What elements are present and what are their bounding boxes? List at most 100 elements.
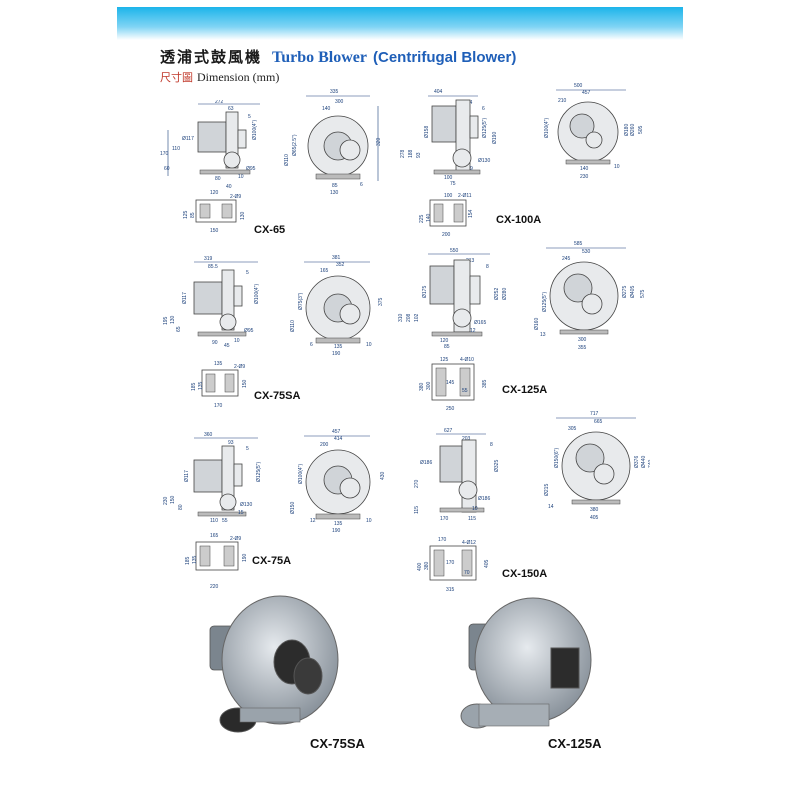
- svg-text:80: 80: [215, 176, 221, 182]
- svg-text:154: 154: [468, 209, 474, 218]
- svg-text:360: 360: [204, 432, 213, 438]
- svg-text:Ø100(4"): Ø100(4"): [298, 464, 304, 484]
- svg-text:355: 355: [578, 345, 587, 351]
- svg-text:665: 665: [594, 419, 603, 425]
- svg-text:404: 404: [434, 89, 443, 95]
- svg-text:220: 220: [210, 584, 219, 590]
- svg-text:203: 203: [462, 436, 471, 442]
- svg-text:310: 310: [398, 313, 404, 322]
- subtitle-english: Dimension (mm): [197, 70, 280, 84]
- svg-text:135: 135: [334, 344, 343, 350]
- svg-text:Ø100(4"): Ø100(4"): [254, 284, 260, 304]
- svg-text:300: 300: [578, 337, 587, 343]
- svg-text:120: 120: [440, 338, 449, 344]
- svg-text:575: 575: [640, 289, 646, 298]
- svg-text:270: 270: [414, 479, 420, 488]
- svg-text:208: 208: [406, 313, 412, 322]
- svg-text:5: 5: [248, 114, 251, 120]
- svg-text:150: 150: [210, 228, 219, 234]
- svg-text:170: 170: [214, 403, 223, 409]
- svg-text:200: 200: [442, 232, 451, 238]
- svg-text:530: 530: [582, 249, 591, 255]
- svg-text:6: 6: [310, 342, 313, 348]
- svg-text:Ø125(5"): Ø125(5"): [482, 118, 488, 138]
- svg-text:Ø150: Ø150: [290, 502, 296, 514]
- svg-text:Ø150(6"): Ø150(6"): [554, 448, 560, 468]
- svg-text:717: 717: [590, 411, 599, 417]
- svg-text:300: 300: [426, 381, 432, 390]
- svg-text:740: 740: [648, 459, 650, 468]
- svg-text:93: 93: [416, 152, 422, 158]
- model-label-cx125a: CX-125A: [502, 384, 548, 396]
- svg-text:5: 5: [246, 446, 249, 452]
- svg-text:4-Ø10: 4-Ø10: [460, 357, 474, 363]
- svg-text:130: 130: [330, 190, 339, 196]
- svg-text:165: 165: [210, 533, 219, 539]
- svg-text:Ø117: Ø117: [182, 292, 188, 304]
- svg-text:10: 10: [614, 164, 620, 170]
- model-label-cx150a: CX-150A: [502, 568, 548, 580]
- svg-text:63: 63: [228, 106, 234, 112]
- cx125a-product-photo: [455, 592, 605, 742]
- svg-text:12: 12: [310, 518, 316, 524]
- svg-text:414: 414: [334, 436, 343, 442]
- svg-text:10: 10: [472, 506, 478, 512]
- svg-text:Ø405: Ø405: [630, 286, 636, 298]
- svg-text:55: 55: [462, 388, 468, 394]
- svg-text:8: 8: [486, 264, 489, 270]
- svg-text:305: 305: [568, 426, 577, 432]
- svg-text:Ø376: Ø376: [634, 456, 640, 468]
- svg-text:65: 65: [176, 326, 182, 332]
- title-chinese: 透浦式鼓風機: [160, 48, 263, 66]
- svg-text:2-Ø9: 2-Ø9: [234, 364, 245, 370]
- cx75sa-base-view: 135 2-Ø9 185 135 150 170: [186, 358, 256, 410]
- svg-text:140: 140: [426, 213, 432, 222]
- svg-text:Ø110: Ø110: [290, 320, 296, 332]
- svg-text:500: 500: [574, 83, 583, 89]
- svg-text:135: 135: [334, 521, 343, 527]
- svg-text:55: 55: [222, 518, 228, 524]
- model-label-cx75sa: CX-75SA: [254, 390, 301, 402]
- svg-text:10: 10: [366, 342, 372, 348]
- svg-text:400: 400: [417, 562, 423, 571]
- svg-text:135: 135: [192, 555, 198, 564]
- svg-text:15: 15: [238, 510, 244, 516]
- svg-text:Ø280: Ø280: [502, 288, 508, 300]
- svg-text:10: 10: [234, 338, 240, 344]
- svg-text:Ø100(4"): Ø100(4"): [544, 118, 550, 138]
- svg-text:125: 125: [440, 357, 449, 363]
- svg-text:Ø165: Ø165: [474, 320, 486, 326]
- svg-text:140: 140: [580, 166, 589, 172]
- svg-text:100: 100: [444, 175, 453, 181]
- svg-text:135: 135: [198, 381, 204, 390]
- svg-text:Ø117: Ø117: [182, 136, 194, 142]
- svg-text:190: 190: [332, 528, 341, 534]
- svg-text:190: 190: [332, 351, 341, 357]
- svg-text:385: 385: [482, 379, 488, 388]
- cx100a-base-view: 100 2-Ø11 225 140 154 200: [414, 190, 484, 240]
- svg-text:85.5: 85.5: [208, 264, 218, 270]
- cx75a-side-view: 360 93 5 230 150 80 Ø117 Ø130 Ø125(5") 1…: [160, 428, 275, 526]
- svg-text:6: 6: [482, 106, 485, 112]
- svg-text:85: 85: [444, 344, 450, 349]
- svg-text:457: 457: [582, 90, 591, 96]
- svg-text:110: 110: [172, 146, 180, 152]
- svg-text:Ø125(5"): Ø125(5"): [542, 292, 548, 312]
- svg-text:380: 380: [419, 382, 425, 391]
- svg-text:200: 200: [320, 442, 329, 448]
- svg-text:170: 170: [440, 516, 449, 522]
- svg-text:230: 230: [580, 174, 589, 180]
- svg-text:250: 250: [446, 406, 455, 412]
- svg-text:10: 10: [238, 174, 244, 180]
- cx125a-side-view: 550 213 8 310 208 102 Ø175 Ø165 Ø252 Ø28…: [394, 244, 509, 349]
- cx125a-front-view: 585 530 245 Ø125(5") Ø160 Ø275 Ø405 575 …: [522, 238, 652, 353]
- svg-text:405: 405: [484, 559, 490, 568]
- svg-text:5: 5: [246, 270, 249, 276]
- svg-text:Ø180: Ø180: [624, 124, 630, 136]
- title-english-sub: (Centrifugal Blower): [373, 49, 517, 66]
- svg-text:Ø117: Ø117: [184, 470, 190, 482]
- subtitle-chinese: 尺寸圖: [160, 71, 193, 84]
- cx75sa-front-view: 381 352 165 375 Ø75(3") Ø110 135 190 6 1…: [280, 252, 390, 357]
- svg-text:352: 352: [336, 262, 345, 268]
- svg-text:Ø158: Ø158: [424, 126, 430, 138]
